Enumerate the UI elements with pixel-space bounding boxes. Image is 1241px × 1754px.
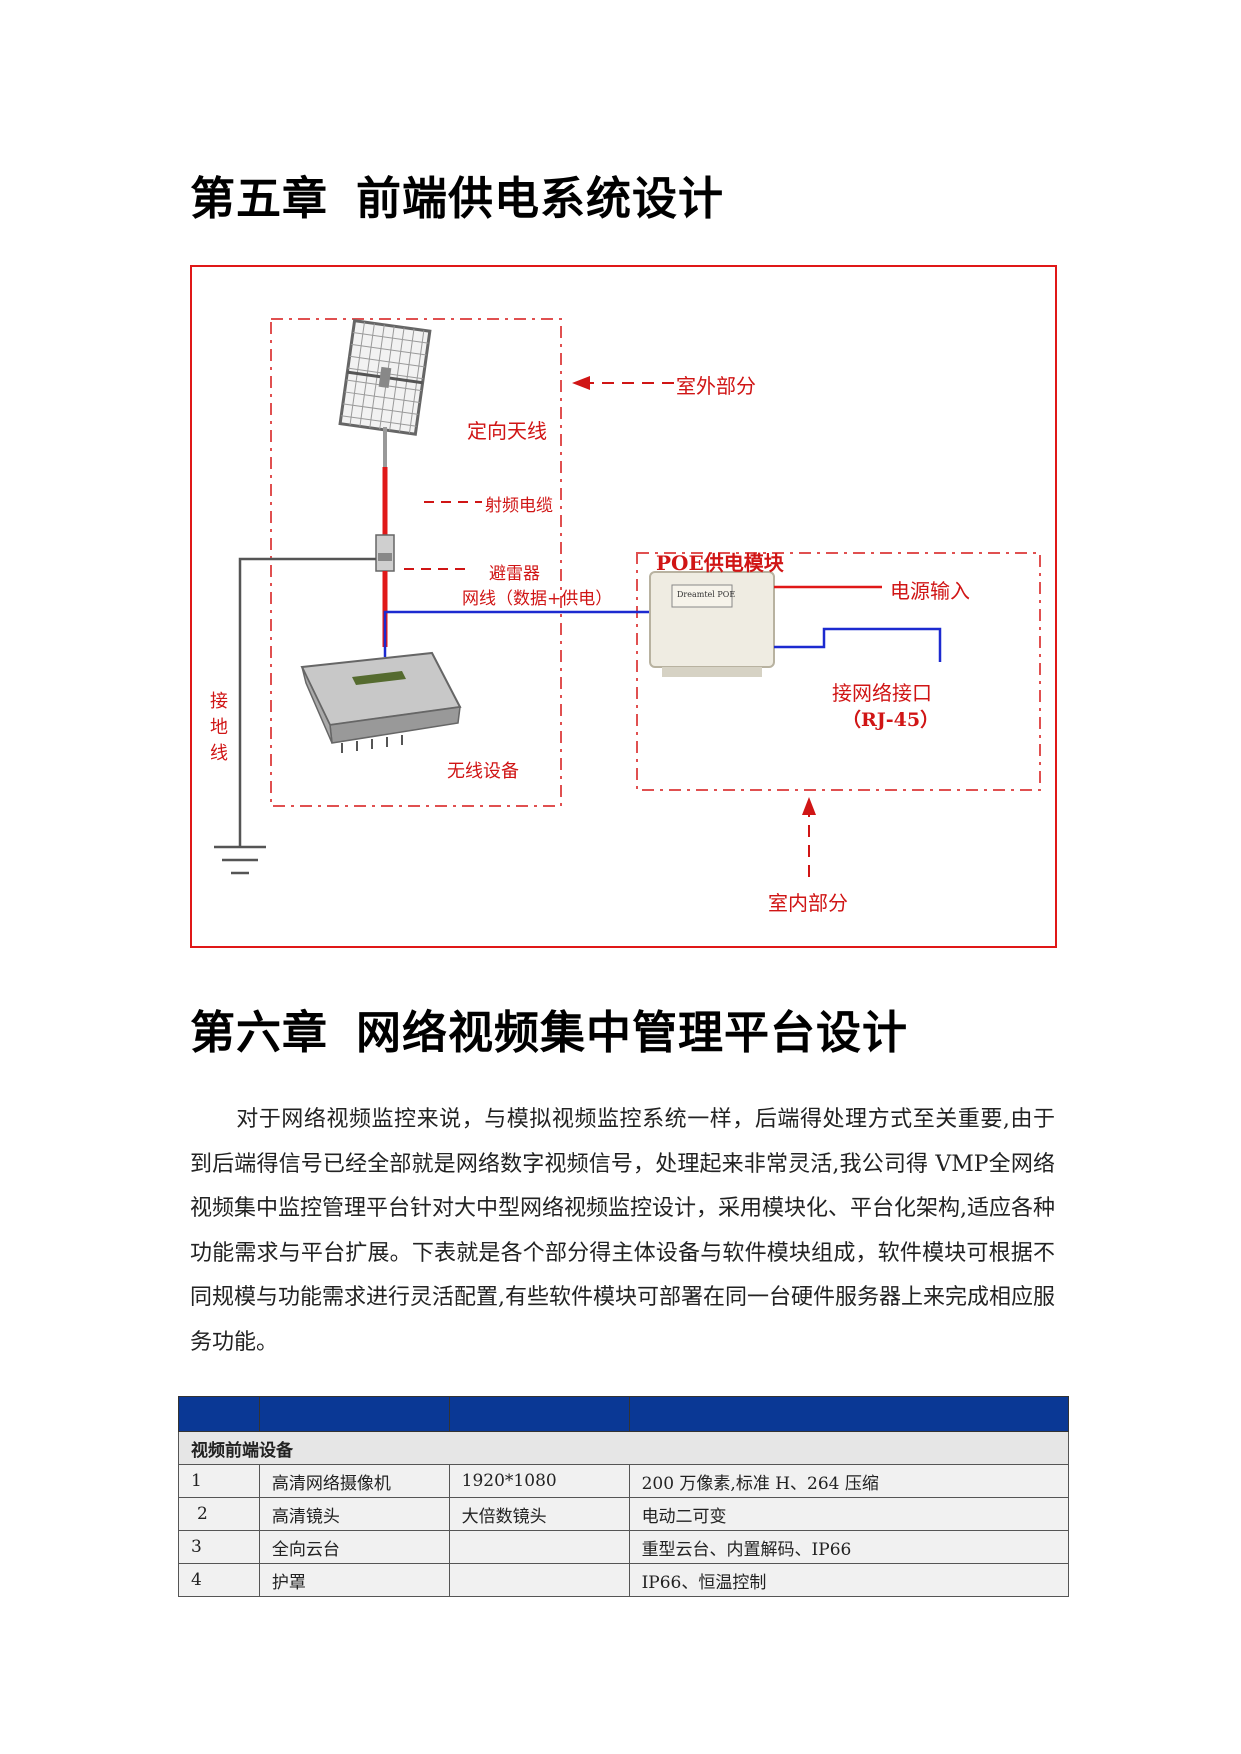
cell-no: 4 [179, 1564, 260, 1597]
cell-no: 2 [179, 1498, 260, 1531]
indoor-arrow [802, 797, 816, 877]
cell-no: 3 [179, 1531, 260, 1564]
poe-module-device [650, 572, 774, 677]
network-cable-label: 网线（数据+供电） [462, 584, 612, 609]
antenna-label: 定向天线 [467, 415, 547, 444]
outdoor-label: 室外部分 [676, 370, 756, 399]
cell-name: 全向云台 [259, 1531, 449, 1564]
table-header-row [179, 1397, 1069, 1432]
ground-line-label: 接 地 线 [210, 689, 230, 767]
cell-name: 高清网络摄像机 [259, 1465, 449, 1498]
directional-antenna [340, 321, 430, 435]
indoor-label: 室内部分 [768, 887, 848, 916]
table-row: 3 全向云台 重型云台、内置解码、IP66 [179, 1531, 1069, 1564]
group-title: 视频前端设备 [179, 1432, 1069, 1465]
rj45-label: （RJ-45） [842, 705, 939, 732]
cell-spec: 1920*1080 [449, 1465, 629, 1498]
rf-cable-label: 射频电缆 [485, 491, 553, 516]
body-paragraph-container: 对于网络视频监控来说，与模拟视频监控系统一样，后端得处理方式至关重要,由于到后端… [190, 1098, 1055, 1366]
cell-desc: 电动二可变 [629, 1498, 1068, 1531]
cell-no: 1 [179, 1465, 260, 1498]
cell-spec [449, 1531, 629, 1564]
lightning-arrester [376, 535, 394, 571]
table-row: 1 高清网络摄像机 1920*1080 200 万像素,标准 H、264 压缩 [179, 1465, 1069, 1498]
cell-spec: 大倍数镜头 [449, 1498, 629, 1531]
cell-spec [449, 1564, 629, 1597]
cell-name: 高清镜头 [259, 1498, 449, 1531]
cell-desc: 200 万像素,标准 H、264 压缩 [629, 1465, 1068, 1498]
arrester-label: 避雷器 [489, 559, 540, 584]
table-row: 4 护罩 IP66、恒温控制 [179, 1564, 1069, 1597]
poe-module-label: POE供电模块 [656, 547, 784, 576]
wireless-device-label: 无线设备 [447, 757, 519, 783]
equipment-table: 视频前端设备 1 高清网络摄像机 1920*1080 200 万像素,标准 H、… [178, 1396, 1069, 1597]
poe-device-text: Dreamtel POE [677, 590, 735, 599]
power-input-label: 电源输入 [890, 575, 970, 604]
wireless-device-box [302, 653, 460, 753]
table-group-row: 视频前端设备 [179, 1432, 1069, 1465]
cell-desc: 重型云台、内置解码、IP66 [629, 1531, 1068, 1564]
outdoor-arrow [572, 376, 674, 390]
chapter6-title: 网络视频集中管理平台设计 [356, 1006, 908, 1059]
body-paragraph: 对于网络视频监控来说，与模拟视频监控系统一样，后端得处理方式至关重要,由于到后端… [190, 1098, 1055, 1366]
ground-symbol [214, 847, 266, 873]
cell-name: 护罩 [259, 1564, 449, 1597]
rj45-port-label: 接网络接口 [832, 677, 932, 706]
power-system-diagram: 室外部分 定向天线 射频电缆 避雷器 接 地 线 网线（数据+供电） 无线设备 … [190, 265, 1057, 948]
chapter5-title: 前端供电系统设计 [356, 172, 724, 225]
chapter5-heading: 第五章前端供电系统设计 [190, 162, 724, 227]
chapter6-heading: 第六章网络视频集中管理平台设计 [190, 996, 908, 1061]
cell-desc: IP66、恒温控制 [629, 1564, 1068, 1597]
chapter5-number: 第五章 [190, 172, 328, 225]
rj45-line [774, 629, 940, 662]
table-row: 2 高清镜头 大倍数镜头 电动二可变 [179, 1498, 1069, 1531]
chapter6-number: 第六章 [190, 1006, 328, 1059]
